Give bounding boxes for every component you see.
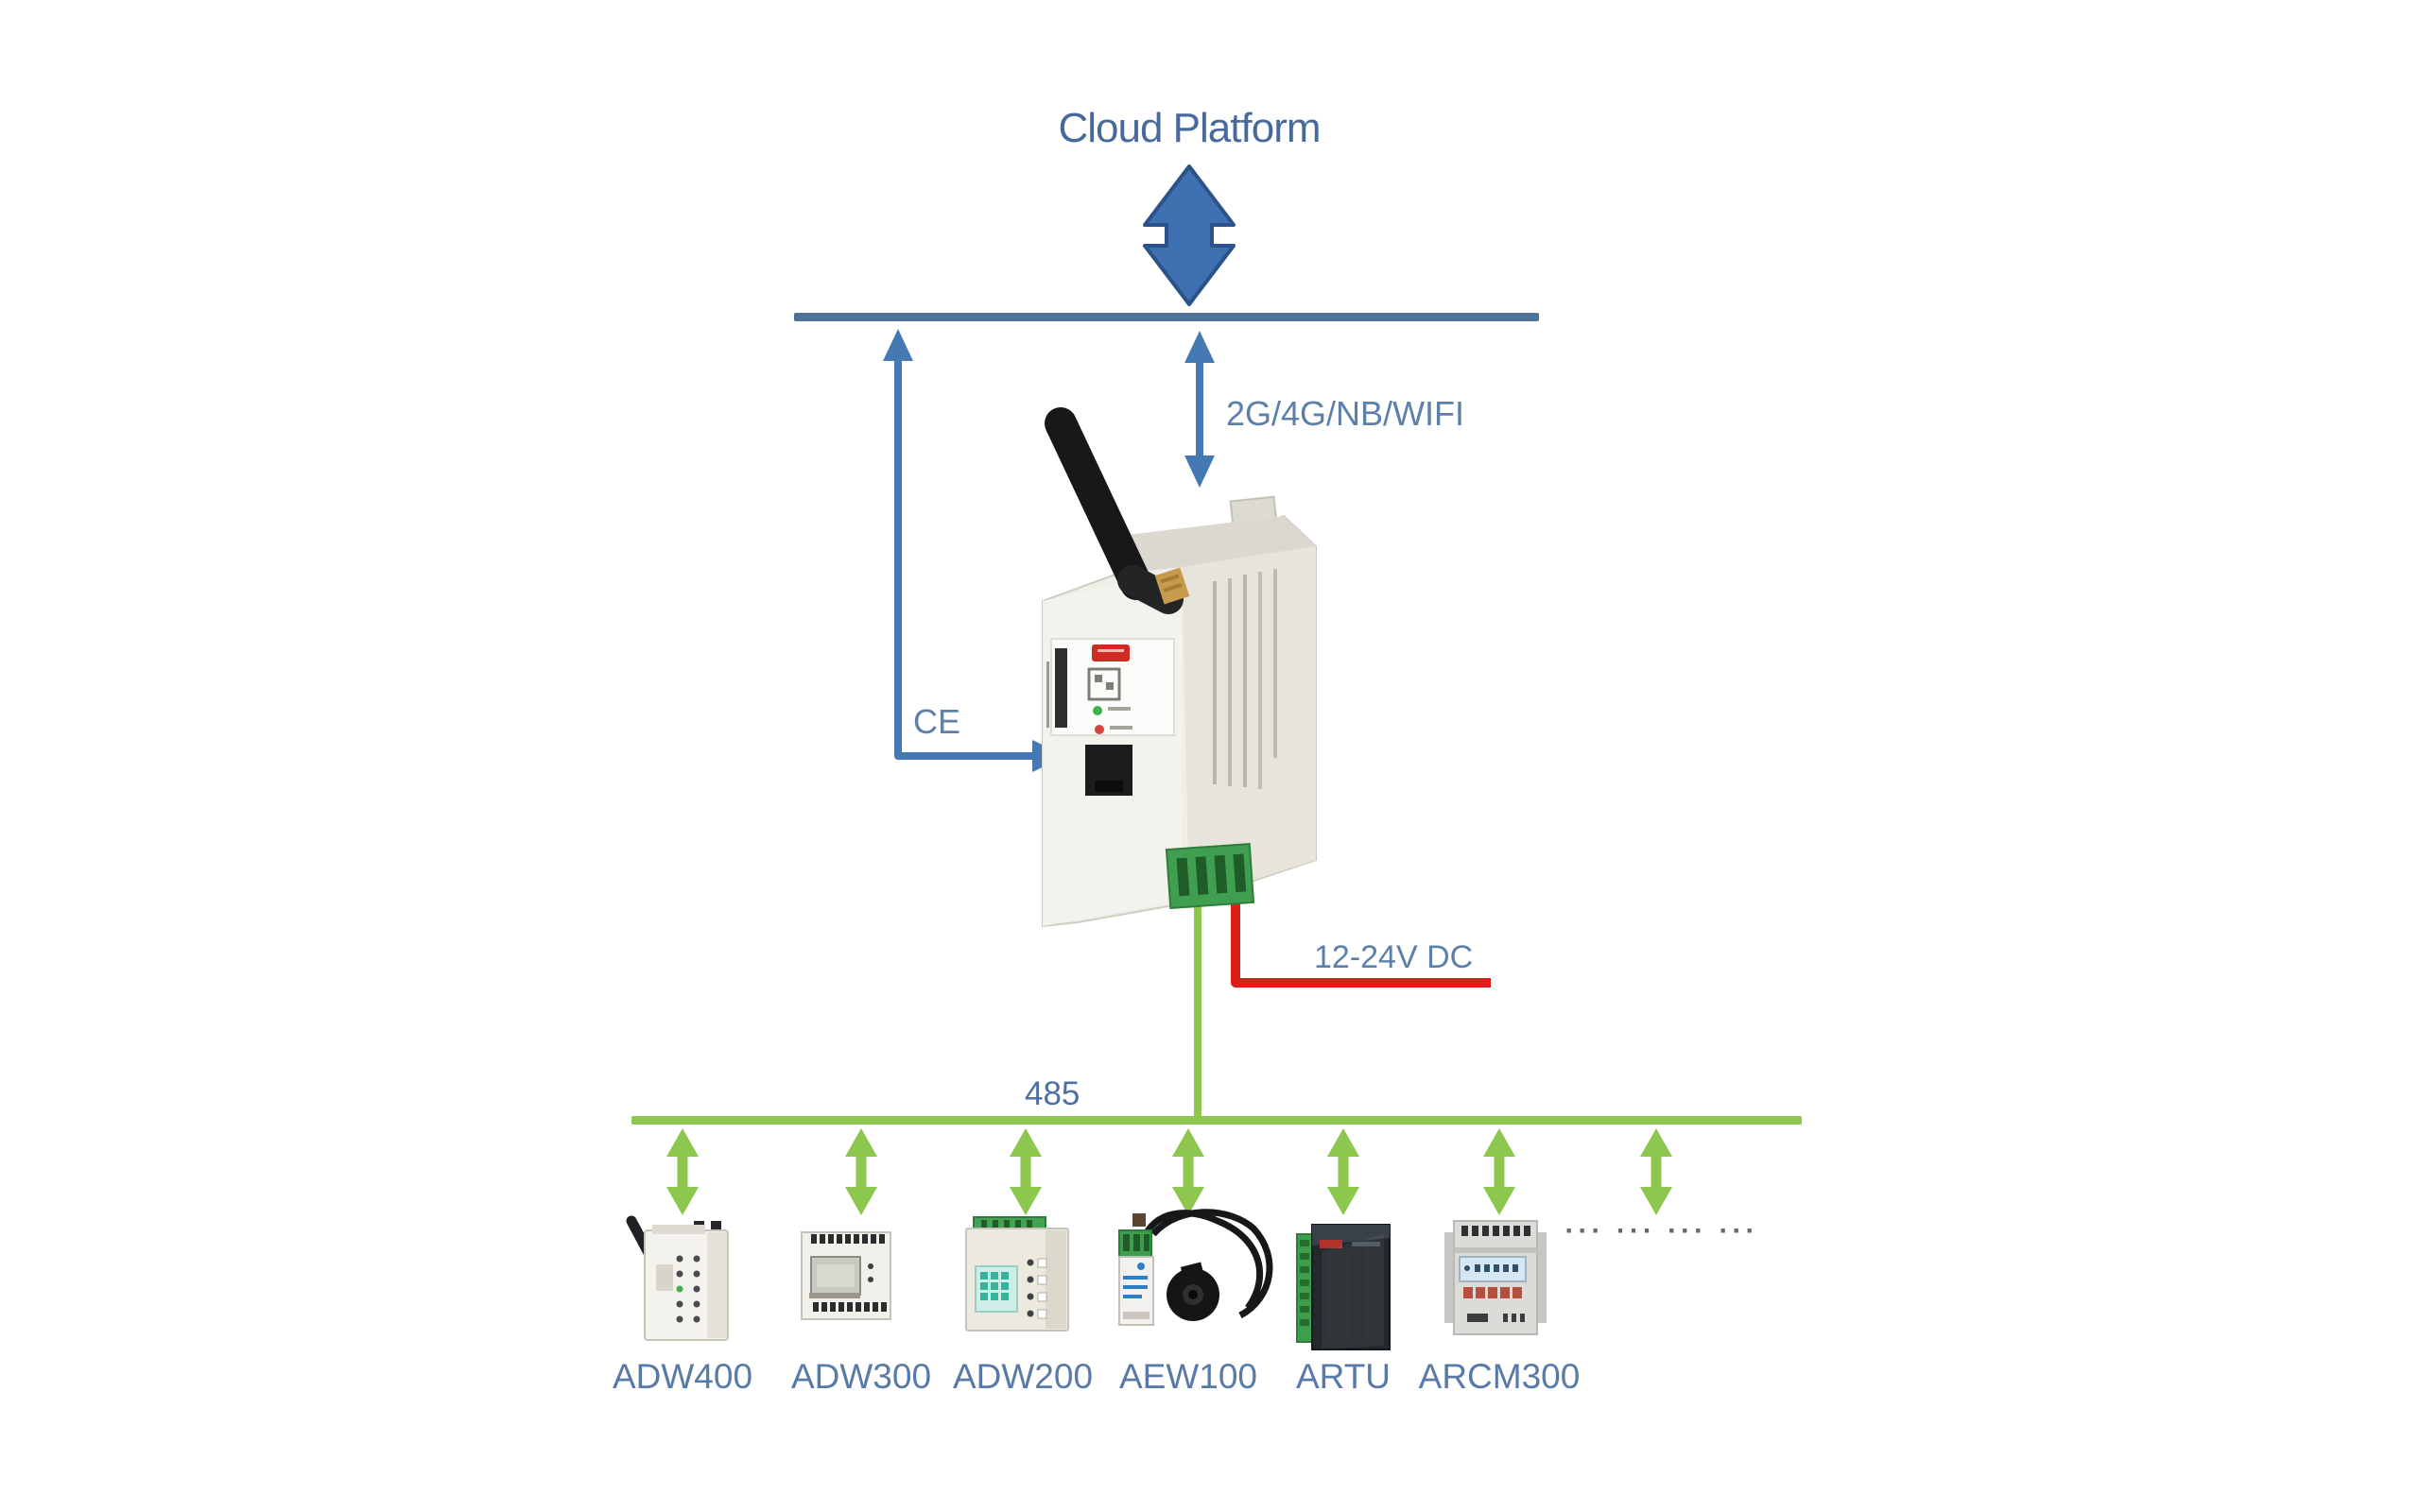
device-arcm300 [1444,1220,1547,1335]
gateway-device [1042,407,1491,1121]
bus-device-arrows [666,1128,1672,1215]
device-label-adw300: ADW300 [790,1357,932,1396]
device-label-arcm300: ARCM300 [1418,1357,1581,1396]
backbone-line [794,313,1539,321]
device-artu [1296,1224,1391,1350]
device-label-artu: ARTU [1295,1357,1392,1396]
device-label-aew100: AEW100 [1118,1357,1258,1396]
device-aew100 [1118,1209,1273,1326]
power-supply-label: 12-24V DC [1314,939,1474,975]
more-devices-dots: ··· ··· ··· ··· [1564,1215,1759,1246]
rs485-bus-line [631,1116,1802,1125]
bus-485-label: 485 [1025,1075,1080,1112]
ethernet-label: CE [913,702,961,741]
device-adw400 [626,1215,729,1341]
cloud-link-double-arrow-icon [1143,164,1236,306]
gateway-antenna-icon [1045,407,1190,614]
cloud-platform-label: Cloud Platform [1058,105,1321,151]
device-label-adw400: ADW400 [612,1357,753,1396]
rs485-drop-line [1194,888,1201,1121]
device-label-adw200: ADW200 [952,1357,1094,1396]
power-line [1231,894,1491,988]
ethernet-connector-arrow [883,329,1066,772]
device-adw200 [965,1216,1069,1332]
uplink-protocol-label: 2G/4G/NB/WIFI [1226,394,1465,433]
uplink-double-arrow-icon [1184,331,1215,488]
device-adw300 [801,1231,891,1320]
